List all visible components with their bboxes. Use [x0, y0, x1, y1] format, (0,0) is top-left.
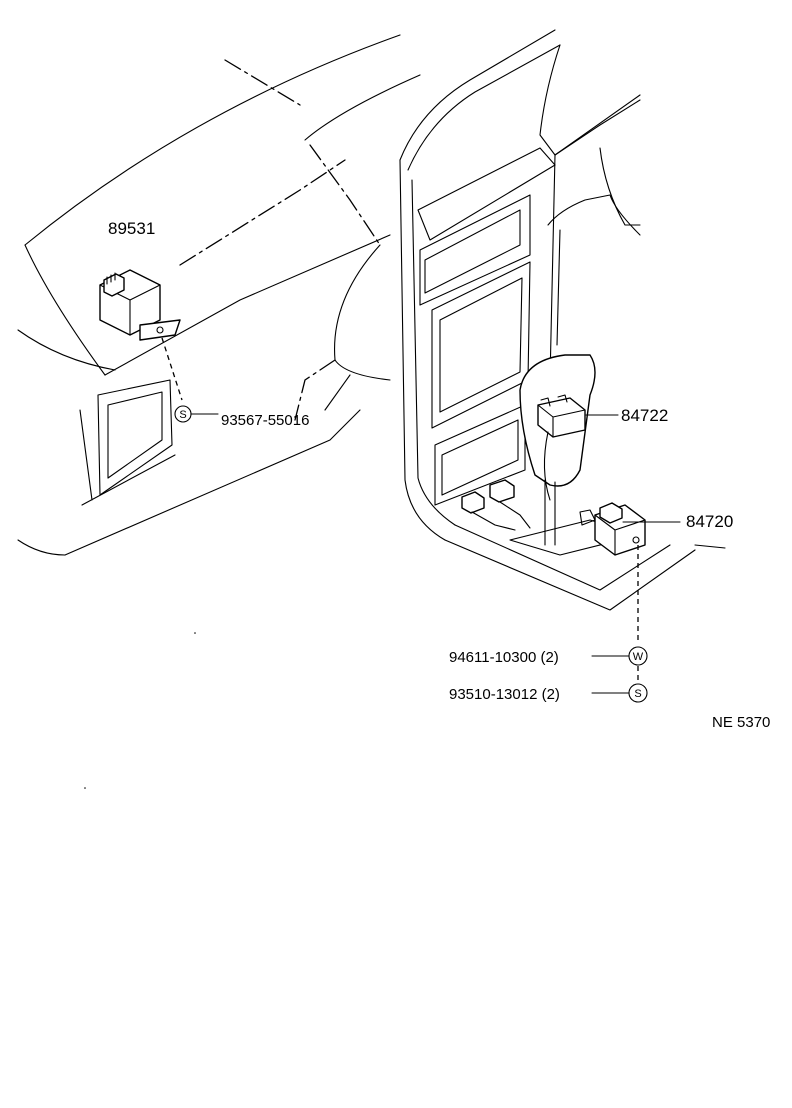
screw-93510: S [591, 683, 648, 703]
label-93567-55016: 93567-55016 [221, 412, 309, 429]
switch-84722 [537, 394, 619, 501]
screw-symbol-letter: S [179, 409, 186, 421]
label-84722: 84722 [621, 406, 668, 425]
screw-93567: S [174, 405, 219, 423]
dashboard-outline [17, 34, 421, 556]
label-89531: 89531 [108, 219, 155, 238]
relay-89531 [99, 269, 183, 401]
washer-symbol-letter: W [633, 651, 644, 663]
label-94611-10300: 94611-10300 (2) [449, 649, 559, 666]
screw-symbol-letter-2: S [634, 688, 641, 700]
console-trim-panel [417, 147, 556, 506]
glove-box-recess [79, 379, 176, 506]
drawing-code: NE 5370 [712, 714, 770, 731]
washer-94611: W [591, 646, 648, 666]
center-console-outline [399, 29, 726, 611]
wire-connectors [461, 479, 531, 531]
screw-symbol-icon-2 [628, 683, 648, 703]
label-84720: 84720 [686, 512, 733, 531]
label-93510-13012: 93510-13012 (2) [449, 686, 560, 703]
washer-symbol-icon [628, 646, 648, 666]
control-unit-84720 [579, 502, 681, 644]
